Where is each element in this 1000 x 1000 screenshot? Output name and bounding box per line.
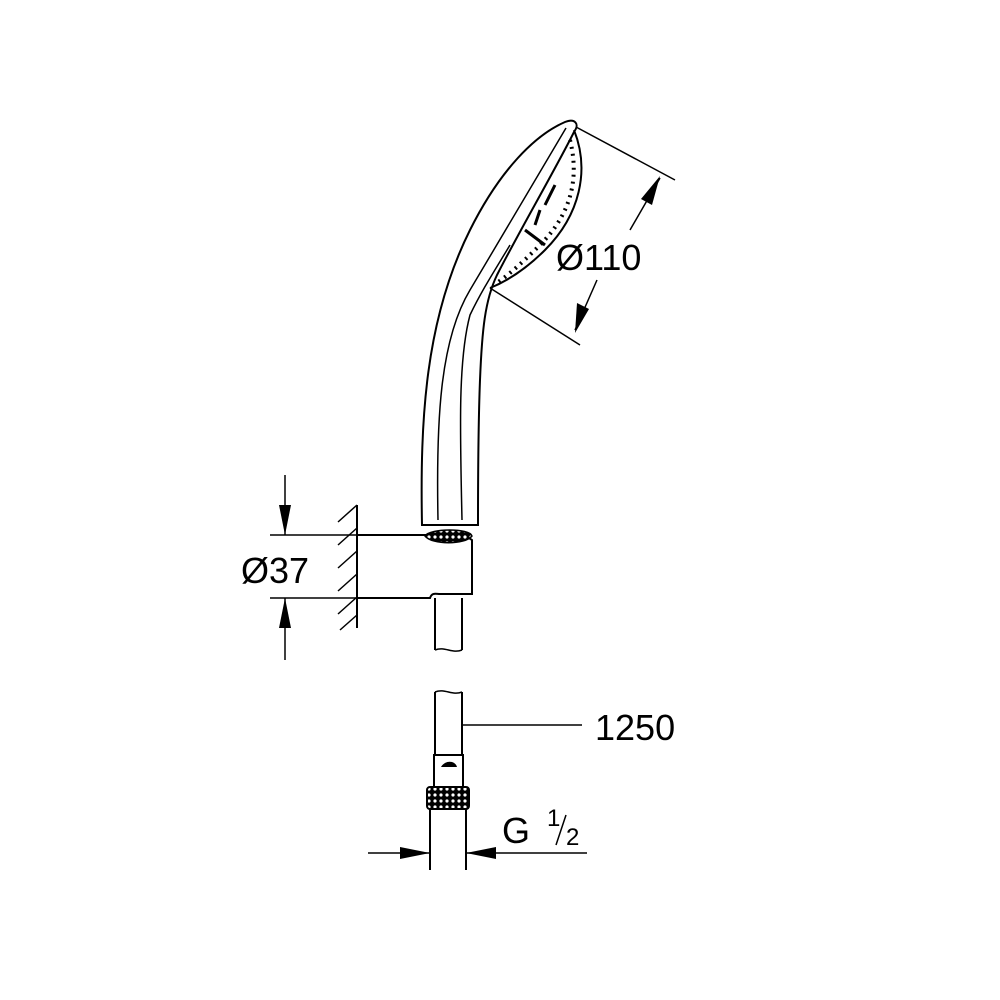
hose-length-dimension: 1250 xyxy=(462,707,675,748)
holder-diameter-label: Ø37 xyxy=(241,550,309,591)
head-diameter-dimension: Ø110 xyxy=(489,126,676,346)
thread-denominator: 2 xyxy=(566,824,579,851)
wall-holder xyxy=(337,504,473,652)
hose-length-label: 1250 xyxy=(595,707,675,748)
hand-shower xyxy=(420,119,583,526)
thread-numerator: 1 xyxy=(547,805,560,832)
holder-diameter-dimension: Ø37 xyxy=(241,475,357,660)
hose xyxy=(426,690,470,870)
thread-dimension: G 1 2 xyxy=(368,805,587,859)
thread-letter: G xyxy=(502,810,530,851)
head-diameter-label: Ø110 xyxy=(556,237,641,278)
